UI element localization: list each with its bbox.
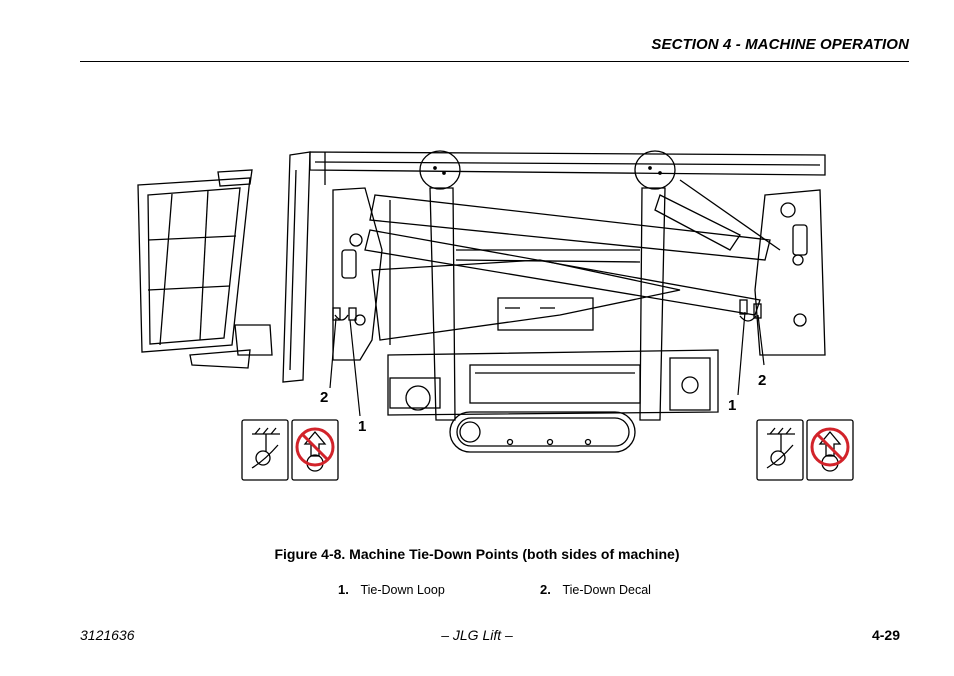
tie-down-symbol-icon — [241, 419, 289, 481]
tie-down-symbol-icon — [756, 419, 804, 481]
legend-number: 2. — [540, 582, 551, 597]
chassis — [387, 349, 719, 416]
page-number: 4-29 — [871, 627, 900, 643]
legend-label: Tie-Down Loop — [360, 583, 445, 597]
boom-sections — [364, 179, 781, 345]
track — [449, 411, 636, 453]
left-boom-plate — [332, 187, 383, 361]
page-header: SECTION 4 - MACHINE OPERATION — [80, 34, 909, 62]
section-title: SECTION 4 - MACHINE OPERATION — [651, 36, 909, 53]
callout-leaders — [329, 311, 765, 417]
legend-label: Tie-Down Decal — [562, 583, 651, 597]
callout-right-decal: 2 — [758, 372, 766, 389]
right-tie-down-loop — [739, 315, 757, 322]
no-lift-symbol-icon — [291, 419, 339, 481]
callout-left-decal: 2 — [320, 389, 328, 406]
legend-item-tie-down-loop: 1. Tie-Down Loop — [338, 582, 445, 597]
left-tie-down-decal — [332, 307, 341, 321]
outrigger-legs — [419, 150, 676, 421]
publisher: – JLG Lift – — [441, 627, 513, 643]
control-box — [497, 297, 594, 331]
jib-mast — [282, 151, 826, 383]
right-decal-pair — [756, 419, 854, 481]
doc-number: 3121636 — [80, 627, 135, 643]
platform-basket — [137, 169, 273, 369]
legend-item-tie-down-decal: 2. Tie-Down Decal — [540, 582, 651, 597]
legend-number: 1. — [338, 582, 349, 597]
machine-tie-down-figure: 2 1 1 2 — [120, 140, 860, 500]
callout-right-loop: 1 — [728, 397, 736, 414]
no-lift-symbol-icon — [806, 419, 854, 481]
callout-left-loop: 1 — [358, 418, 366, 435]
right-boom-plate — [739, 189, 826, 356]
right-tie-down-decal — [739, 299, 748, 315]
left-decal-pair — [241, 419, 339, 481]
left-tie-down-loop — [334, 314, 349, 321]
figure-caption: Figure 4-8. Machine Tie-Down Points (bot… — [274, 546, 680, 562]
